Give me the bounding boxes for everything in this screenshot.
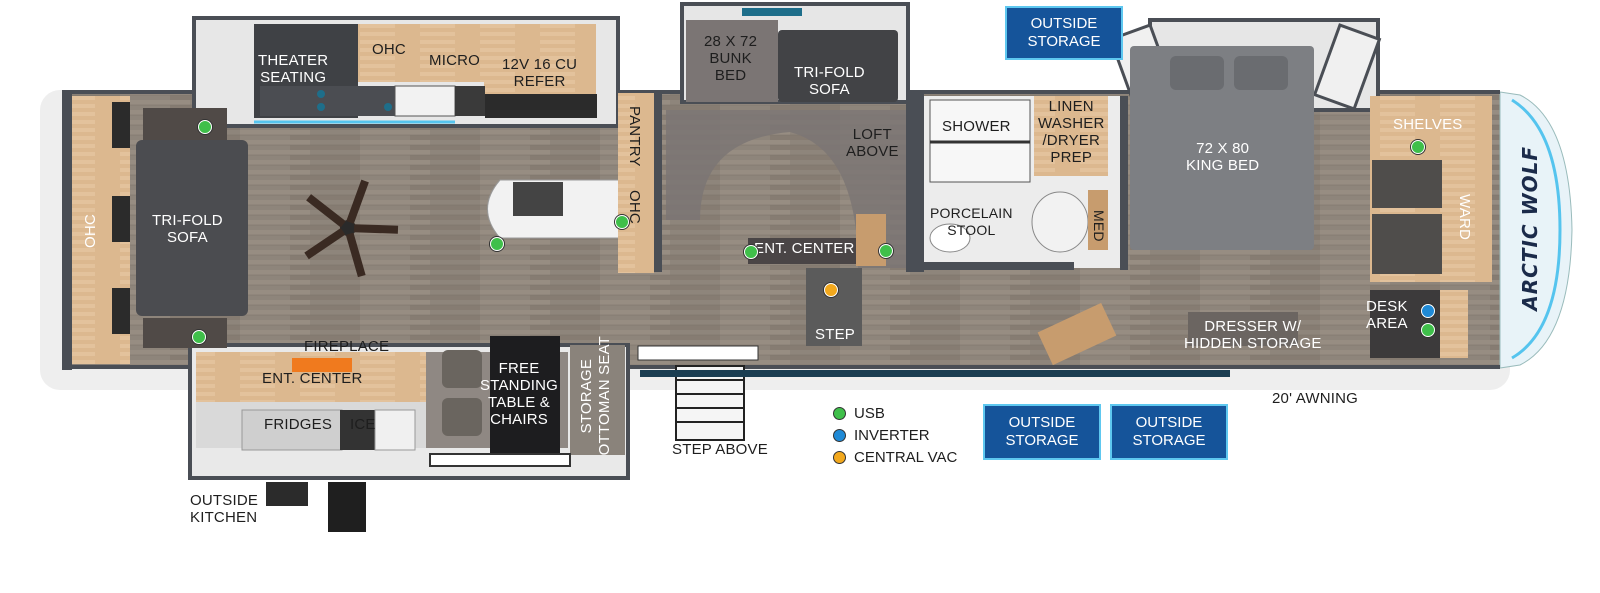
ohc-kitchen-label: OHC bbox=[372, 41, 406, 58]
pantry-label: PANTRY bbox=[626, 106, 643, 167]
usb-marker-icon bbox=[198, 120, 212, 134]
theater-seating-label: THEATER SEATING bbox=[258, 52, 329, 86]
fridges-label: FRIDGES bbox=[264, 416, 333, 433]
usb-marker-icon bbox=[1421, 323, 1435, 337]
ohc-front-label: OHC bbox=[82, 214, 99, 248]
usb-dot-icon bbox=[833, 406, 846, 420]
legend-label: CENTRAL VAC bbox=[854, 448, 958, 466]
shower-label: SHOWER bbox=[942, 118, 1011, 135]
usb-marker-icon bbox=[744, 245, 758, 259]
bunk-bed-label: 28 X 72 BUNK BED bbox=[704, 33, 758, 84]
legend-item-central-vac: CENTRAL VAC bbox=[833, 446, 957, 468]
legend-label: INVERTER bbox=[854, 426, 930, 444]
front-cap bbox=[1499, 91, 1573, 369]
ice-label: ICE bbox=[350, 416, 376, 433]
legend-item-inverter: INVERTER bbox=[833, 424, 957, 446]
entry-stairs bbox=[637, 345, 759, 361]
usb-marker-icon bbox=[615, 215, 629, 229]
trifold-sofa-label: TRI-FOLD SOFA bbox=[152, 212, 223, 246]
linen-label: LINEN WASHER /DRYER PREP bbox=[1038, 98, 1105, 166]
ent-center-front-label: ENT. CENTER bbox=[262, 370, 363, 387]
front-wall bbox=[62, 90, 72, 370]
loft-label: LOFT ABOVE bbox=[846, 126, 899, 160]
usb-marker-icon bbox=[192, 330, 206, 344]
king-bed bbox=[1130, 46, 1314, 250]
central-vac-marker-icon bbox=[824, 283, 838, 297]
desk-label: DESK AREA bbox=[1366, 298, 1408, 332]
porcelain-label: PORCELAIN STOOL bbox=[930, 205, 1013, 238]
usb-marker-icon bbox=[490, 237, 504, 251]
bunk-sofa-label: TRI-FOLD SOFA bbox=[794, 64, 865, 98]
outside-storage-bottom-right: OUTSIDE STORAGE bbox=[1110, 404, 1228, 460]
outside-kitchen-label: OUTSIDE KITCHEN bbox=[190, 492, 259, 526]
ent-center-mid-label: ENT. CENTER bbox=[754, 240, 855, 257]
ohc-island-label: OHC bbox=[626, 190, 643, 224]
dresser-label: DRESSER W/ HIDDEN STORAGE bbox=[1184, 318, 1322, 352]
central-vac-dot-icon bbox=[833, 450, 846, 464]
outside-storage-top: OUTSIDE STORAGE bbox=[1005, 6, 1123, 60]
step-above-icon bbox=[675, 365, 745, 441]
ward-label: WARD bbox=[1456, 194, 1473, 241]
fireplace-label: FIREPLACE bbox=[304, 338, 390, 355]
outside-storage-bottom-left: OUTSIDE STORAGE bbox=[983, 404, 1101, 460]
ottoman-label: STORAGE OTTOMAN SEAT bbox=[578, 336, 613, 456]
awning-label: 20' AWNING bbox=[1272, 390, 1358, 407]
step-label: STEP bbox=[815, 326, 855, 343]
med-label: MED bbox=[1091, 210, 1107, 242]
usb-marker-icon bbox=[1411, 140, 1425, 154]
legend-label: USB bbox=[854, 404, 885, 422]
step-above-label: STEP ABOVE bbox=[672, 441, 768, 458]
brand-logo: ARCTIC WOLF bbox=[1518, 146, 1542, 311]
usb-marker-icon bbox=[879, 244, 893, 258]
inverter-dot-icon bbox=[833, 428, 846, 442]
inverter-marker-icon bbox=[1421, 304, 1435, 318]
refer-label: 12V 16 CU REFER bbox=[502, 56, 578, 90]
king-bed-label: 72 X 80 KING BED bbox=[1186, 140, 1260, 174]
ceiling-fan bbox=[304, 179, 399, 278]
legend-item-usb: USB bbox=[833, 402, 957, 424]
awning bbox=[640, 370, 1230, 377]
loft-above bbox=[666, 110, 912, 268]
micro-label: MICRO bbox=[429, 52, 480, 69]
table-label: FREE STANDING TABLE & CHAIRS bbox=[480, 360, 558, 428]
shelves-label: SHELVES bbox=[1393, 116, 1463, 133]
legend: USB INVERTER CENTRAL VAC bbox=[833, 402, 957, 468]
front-sofa bbox=[136, 140, 248, 316]
